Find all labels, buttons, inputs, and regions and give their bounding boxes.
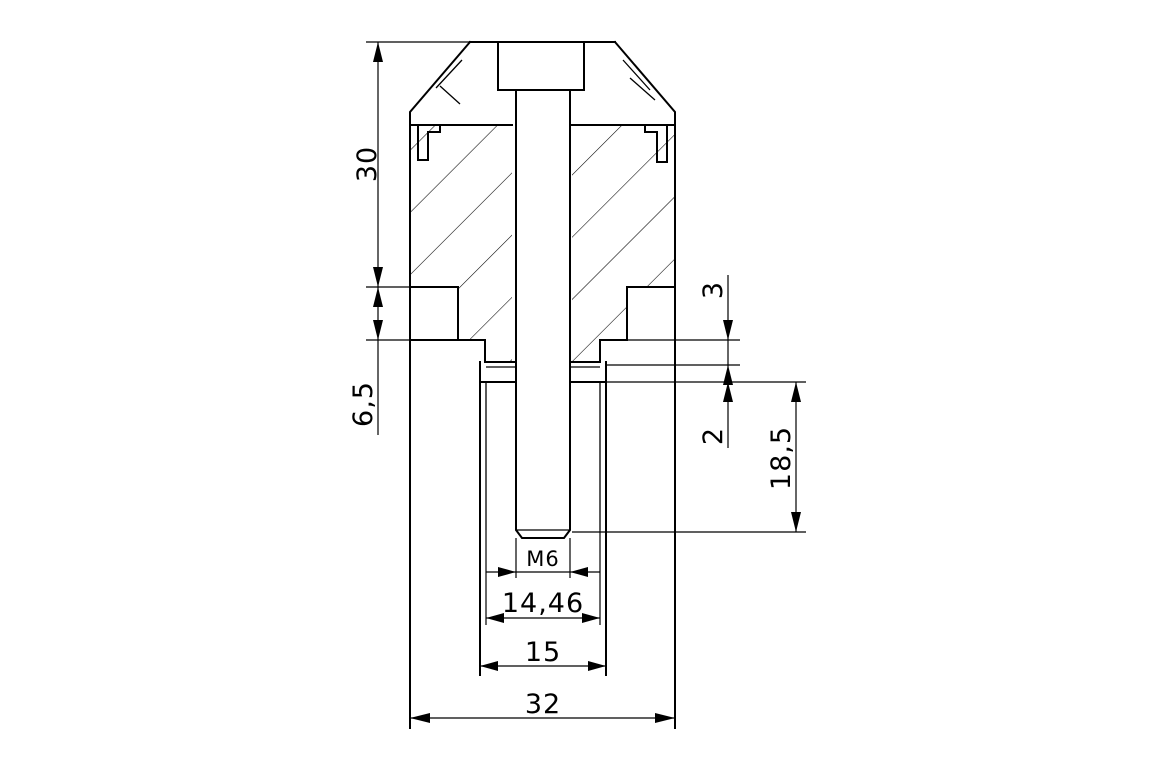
- dimension-30: 30: [352, 41, 470, 288]
- dim-label-6-5: 6,5: [348, 381, 379, 427]
- dimension-m6: M6: [486, 538, 600, 578]
- section-hatching: [410, 125, 675, 362]
- dimension-14-46: 14,46: [485, 530, 601, 625]
- dim-label-15: 15: [525, 637, 561, 668]
- part-outline: [409, 40, 676, 729]
- dimension-32: 32: [410, 689, 675, 723]
- dimension-2: 2: [606, 365, 740, 448]
- dimension-6-5: 6,5: [348, 287, 410, 435]
- dim-label-32: 32: [525, 689, 561, 720]
- dim-label-14-46: 14,46: [502, 588, 584, 619]
- dim-label-18-5: 18,5: [766, 426, 797, 490]
- dimension-15: 15: [480, 637, 606, 671]
- dimension-18-5: 18,5: [572, 381, 806, 533]
- dim-label-30: 30: [352, 146, 383, 182]
- dim-label-3: 3: [698, 281, 729, 299]
- dim-label-2: 2: [698, 427, 729, 445]
- dim-label-m6: M6: [526, 547, 559, 571]
